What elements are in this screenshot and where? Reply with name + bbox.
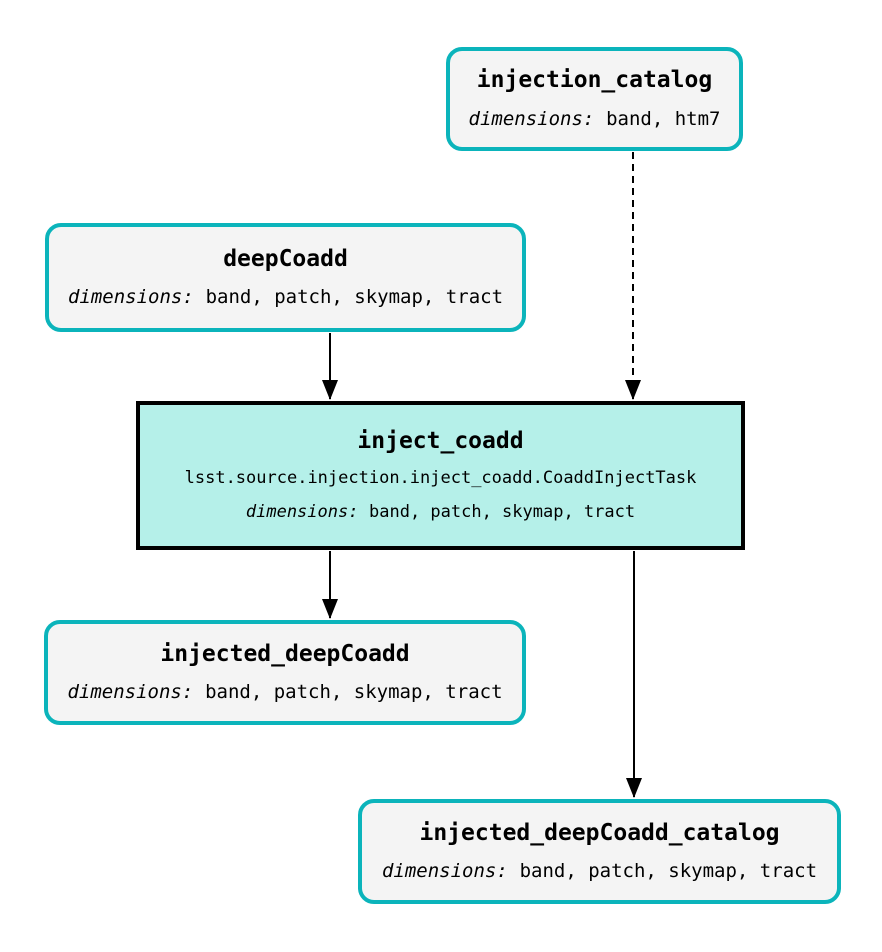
node-title: injected_deepCoadd [160, 640, 410, 667]
node-injected_deepCoadd_catalog: injected_deepCoadd_catalog dimensions: b… [358, 799, 841, 904]
dimensions-value: band, patch, skymap, tract [205, 286, 504, 309]
dimensions-value: band, patch, skymap, tract [205, 681, 503, 704]
node-dimensions: dimensions: band, patch, skymap, tract [382, 861, 817, 882]
dimensions-value: band, patch, skymap, tract [369, 502, 636, 523]
node-injected_deepCoadd: injected_deepCoadd dimensions: band, pat… [44, 620, 526, 725]
dimensions-value: band, patch, skymap, tract [519, 860, 818, 883]
node-dimensions: dimensions: band, patch, skymap, tract [246, 503, 635, 522]
node-title: deepCoadd [223, 245, 348, 272]
dimensions-label: dimensions: [245, 502, 359, 523]
task-class-path: lsst.source.injection.inject_coadd.Coadd… [184, 468, 697, 489]
dimensions-label: dimensions: [381, 860, 508, 883]
node-dimensions: dimensions: band, patch, skymap, tract [67, 682, 502, 703]
node-dimensions: dimensions: band, htm7 [468, 107, 721, 130]
node-inject_coadd-task: inject_coadd lsst.source.injection.injec… [136, 401, 745, 550]
node-title: injection_catalog [476, 67, 713, 94]
node-dimensions: dimensions: band, patch, skymap, tract [68, 287, 503, 308]
dimensions-label: dimensions: [67, 286, 194, 309]
dimensions-value: band, htm7 [606, 107, 721, 130]
dimensions-label: dimensions: [468, 107, 595, 130]
dimensions-label: dimensions: [67, 681, 194, 704]
node-deepCoadd: deepCoadd dimensions: band, patch, skyma… [45, 223, 526, 332]
node-title: inject_coadd [357, 428, 524, 455]
node-injection-catalog: injection_catalog dimensions: band, htm7 [446, 47, 743, 151]
node-title: injected_deepCoadd_catalog [419, 819, 780, 846]
